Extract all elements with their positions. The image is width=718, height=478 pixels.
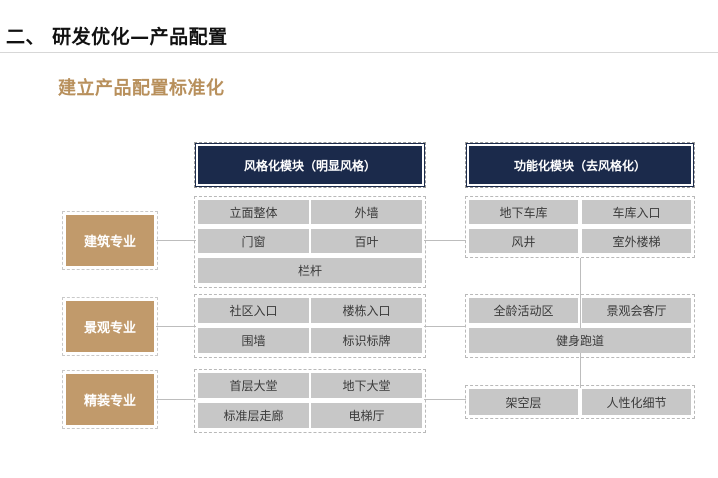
function-cell-outdoor-stairs: 室外楼梯	[582, 229, 691, 253]
discipline-architecture-frame	[62, 211, 158, 270]
function-cell-underground-garage: 地下车库	[469, 200, 578, 224]
function-landscape-group	[465, 294, 695, 358]
style-interior-group	[194, 369, 426, 433]
function-cell-landscape-lounge: 景观会客厅	[582, 298, 691, 323]
page-subtitle: 建立产品配置标准化	[58, 78, 225, 99]
connector-function-landscape	[424, 326, 466, 327]
function-cell-all-ages-activity: 全龄活动区	[469, 298, 578, 323]
discipline-landscape-frame	[62, 297, 158, 356]
function-architecture-group	[465, 196, 695, 258]
style-cell-louvers: 百叶	[311, 229, 422, 253]
discipline-architecture: 建筑专业	[66, 215, 154, 266]
connector-function-interior	[424, 399, 466, 400]
function-cell-stilt-floor: 架空层	[469, 389, 578, 415]
style-cell-enclosure-wall: 围墙	[198, 328, 309, 353]
style-cell-facade: 立面整体	[198, 200, 309, 224]
style-module-header: 风格化模块（明显风格）	[195, 143, 425, 187]
discipline-interior-frame	[62, 370, 158, 429]
function-module-header: 功能化模块（去风格化）	[466, 143, 694, 187]
function-cell-air-shaft: 风井	[469, 229, 578, 253]
style-module-header-frame	[194, 142, 426, 188]
connector-architecture	[156, 240, 196, 241]
style-cell-signage: 标识标牌	[311, 328, 422, 353]
style-cell-doors-windows: 门窗	[198, 229, 309, 253]
function-cell-garage-entrance: 车库入口	[582, 200, 691, 224]
connector-interior	[156, 399, 196, 400]
page-title: 二、 研发优化—产品配置	[6, 26, 228, 48]
title-divider	[0, 52, 718, 53]
connector-landscape	[156, 326, 196, 327]
function-interior-group	[465, 385, 695, 419]
function-cell-humanized-details: 人性化细节	[582, 389, 691, 415]
connector-function-vertical	[580, 258, 581, 388]
style-cell-floor-corridor: 标准层走廊	[198, 403, 309, 428]
style-cell-ground-lobby: 首层大堂	[198, 373, 309, 398]
style-cell-building-entrance: 楼栋入口	[311, 298, 422, 323]
style-cell-railing: 栏杆	[198, 258, 422, 283]
style-cell-elevator-hall: 电梯厅	[311, 403, 422, 428]
connector-style-function	[424, 240, 466, 241]
style-cell-basement-lobby: 地下大堂	[311, 373, 422, 398]
discipline-interior: 精装专业	[66, 374, 154, 425]
style-cell-community-entrance: 社区入口	[198, 298, 309, 323]
function-cell-fitness-track: 健身跑道	[469, 328, 691, 353]
style-cell-exterior-wall: 外墙	[311, 200, 422, 224]
function-module-header-frame	[465, 142, 695, 188]
style-landscape-group	[194, 294, 426, 358]
style-architecture-group	[194, 196, 426, 288]
discipline-landscape: 景观专业	[66, 301, 154, 352]
